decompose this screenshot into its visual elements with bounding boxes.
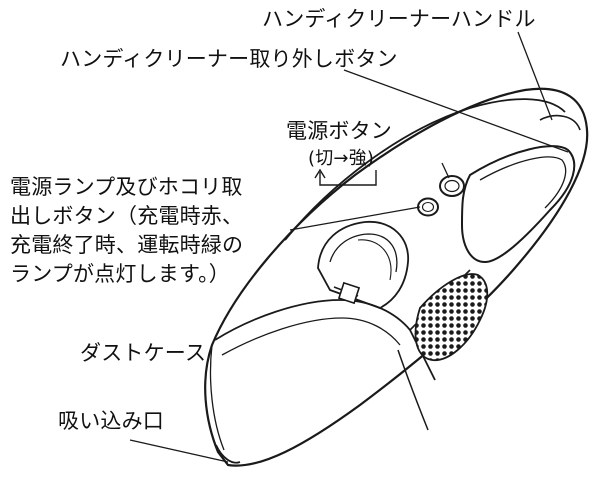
label-lamp-line-4: ランプが点灯します。）	[10, 262, 230, 286]
power-button-shape[interactable]	[439, 175, 465, 197]
vent-grille	[414, 273, 489, 361]
label-lamp-line-1: 電源ランプ及びホコリ取	[10, 175, 243, 199]
dust-case-window	[317, 221, 409, 309]
dust-case-seam	[214, 299, 436, 381]
leader-power-button	[441, 162, 450, 179]
intake-nozzle	[215, 444, 241, 464]
label-dust-case: ダストケース	[80, 341, 207, 365]
label-intake: 吸い込み口	[58, 409, 164, 433]
label-lamp-line-3: 充電終了時、運転時緑の	[10, 233, 244, 257]
label-release-button: ハンディクリーナー取り外しボタン	[60, 47, 398, 71]
label-handle: ハンディクリーナーハンドル	[262, 7, 536, 31]
cycle-arrow	[314, 168, 377, 186]
leader-handle	[517, 31, 553, 121]
leader-lines	[129, 31, 569, 463]
label-power-button: 電源ボタン	[286, 119, 392, 143]
leader-intake	[129, 439, 229, 463]
label-lamp-line-2: 出しボタン（充電時赤、	[10, 204, 244, 228]
dust-case-tab	[337, 281, 361, 305]
leader-lamp-button	[289, 206, 421, 231]
leader-release-button	[343, 69, 569, 153]
handle-outline	[284, 98, 566, 241]
label-power-button-sub: (切→強)	[308, 148, 375, 169]
lamp-button-shape[interactable]	[417, 197, 439, 217]
